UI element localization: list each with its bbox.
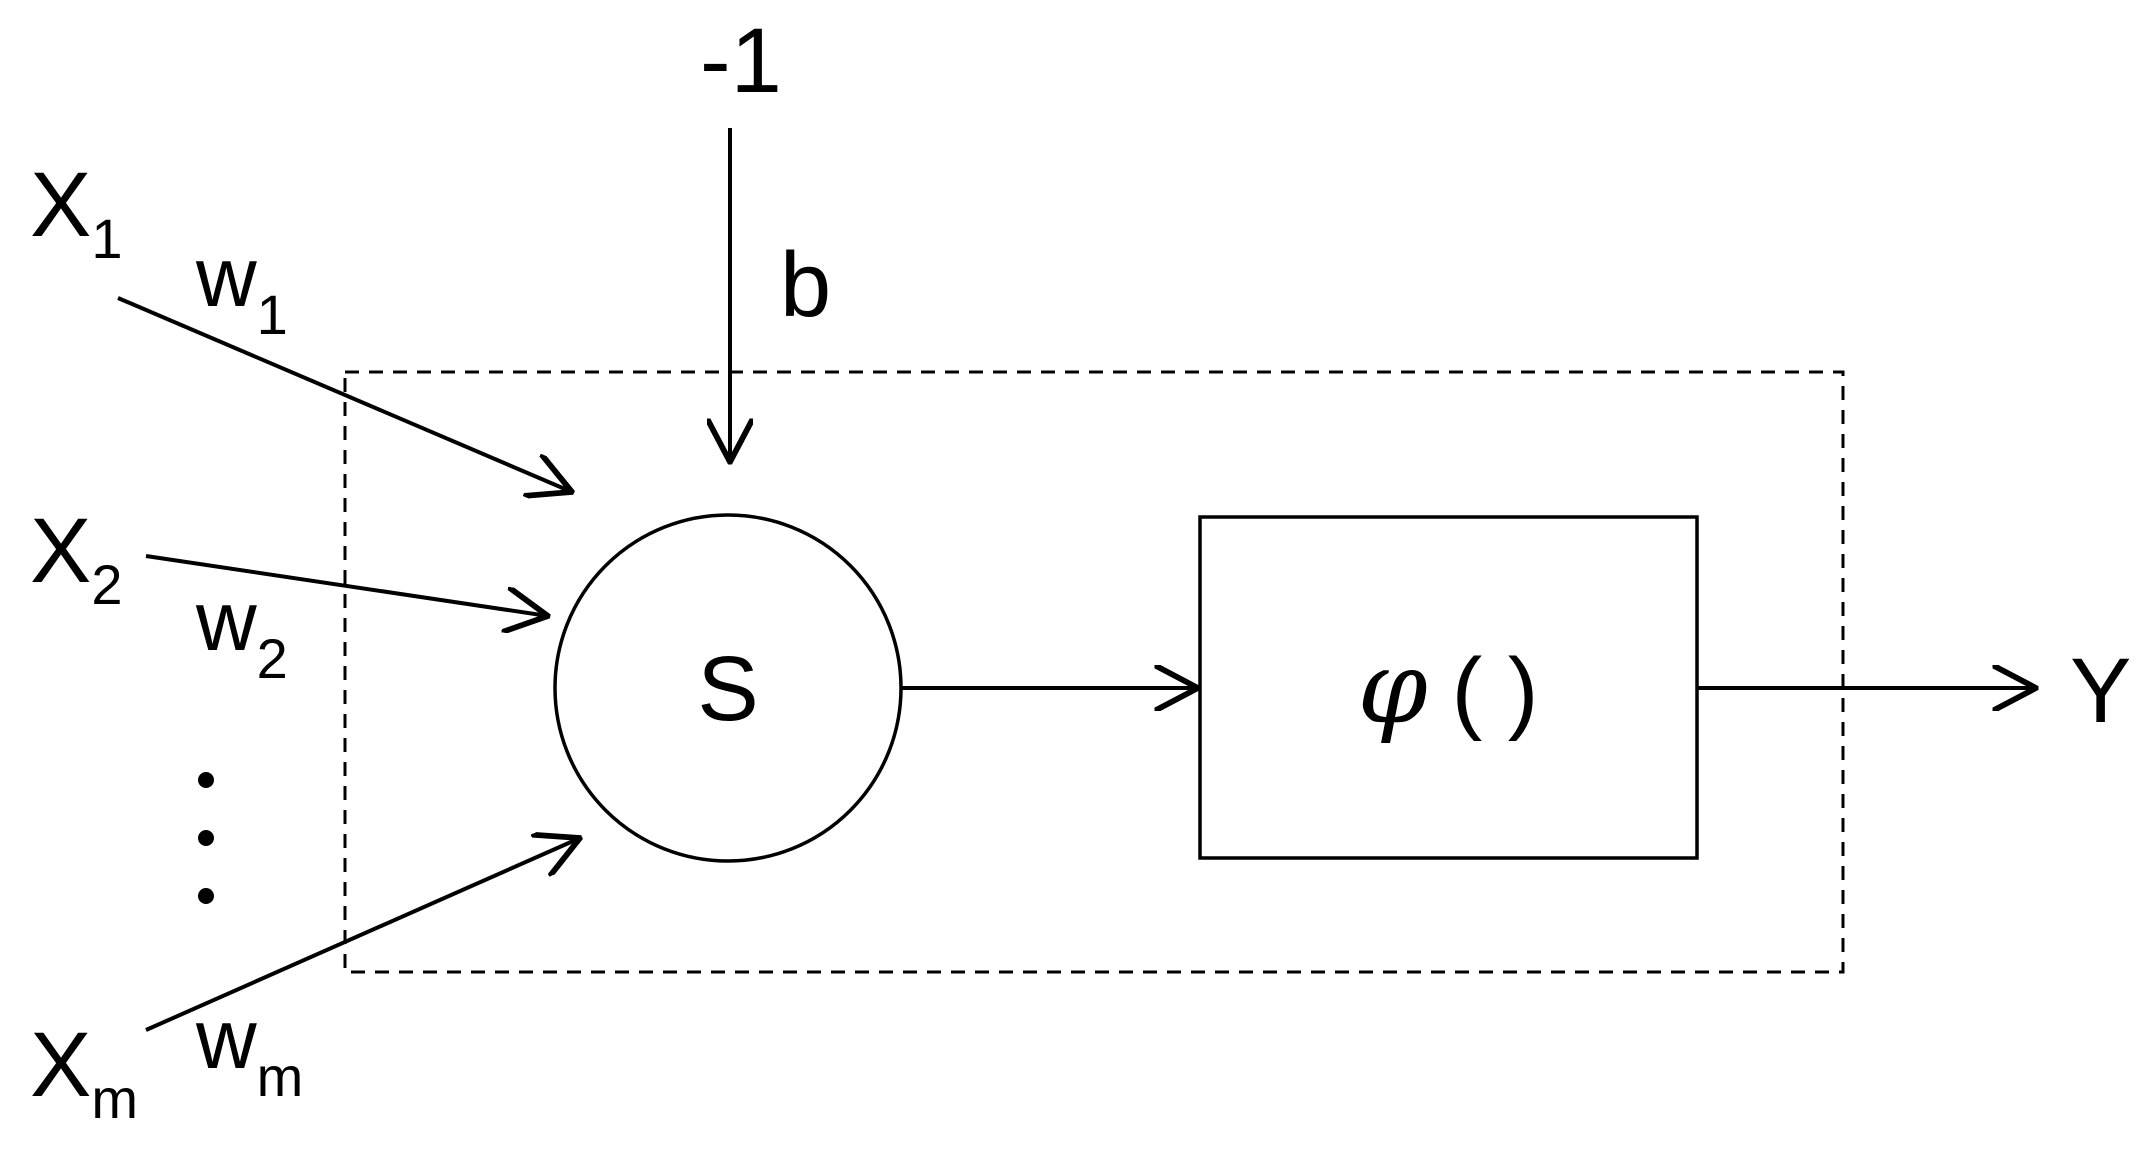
activation-function-symbol: φ xyxy=(1358,629,1428,746)
input-subscript-m: m xyxy=(91,1067,138,1130)
weight-subscript-m: m xyxy=(257,1045,304,1108)
ellipsis-dot-2 xyxy=(198,830,214,846)
weight-symbol-m: w xyxy=(195,992,257,1086)
input-symbol-2: X xyxy=(30,500,91,602)
summation-node xyxy=(553,513,903,863)
weight-symbol-1: w xyxy=(195,230,257,324)
input-label-2: X2 xyxy=(30,500,123,616)
activation-block xyxy=(1198,515,1699,860)
input-symbol-1: X xyxy=(30,154,91,256)
ellipsis-dot-1 xyxy=(198,772,214,788)
input-arrow-2 xyxy=(145,554,548,616)
activation-label: φ ( ) xyxy=(1358,629,1539,746)
bias-input-label: -1 xyxy=(700,10,782,112)
activation-parentheses: ( ) xyxy=(1452,640,1539,742)
input-symbol-m: X xyxy=(30,1014,91,1116)
input-label-m: Xm xyxy=(30,1014,138,1130)
weight-subscript-2: 2 xyxy=(257,627,288,690)
neuron-boundary xyxy=(343,370,1845,974)
bias-weight-label: b xyxy=(780,234,831,336)
output-label: Y xyxy=(2070,640,2131,742)
summation-label: S xyxy=(697,638,758,740)
input-label-1: X1 xyxy=(30,154,123,270)
ellipsis-dot-3 xyxy=(198,888,214,904)
weight-label-m: wm xyxy=(195,992,303,1108)
weight-label-1: w1 xyxy=(195,230,288,346)
weight-symbol-2: w xyxy=(195,574,257,668)
input-arrow-1 xyxy=(117,296,572,492)
input-subscript-2: 2 xyxy=(91,553,122,616)
input-arrow-m xyxy=(145,838,580,1032)
weight-label-2: w2 xyxy=(195,574,288,690)
input-subscript-1: 1 xyxy=(91,207,122,270)
weight-subscript-1: 1 xyxy=(257,283,288,346)
